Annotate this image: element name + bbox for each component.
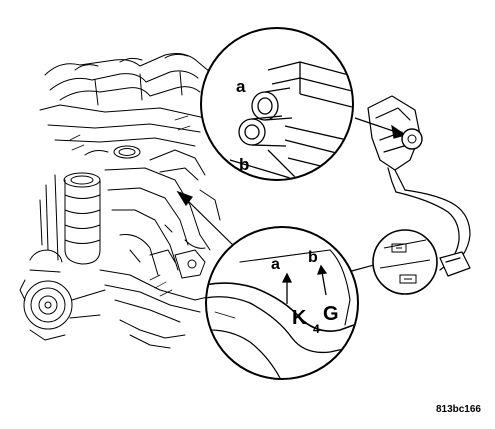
top-label-a: a (236, 77, 246, 96)
harness-component (439, 251, 471, 277)
wiring-harness (367, 95, 471, 277)
top-callout-circle: a b (200, 27, 354, 181)
bottom-letter-g: G (323, 303, 339, 325)
figure-id: 813bc166 (435, 404, 481, 415)
small-detail-circle (372, 229, 438, 295)
bottom-letter-k: K (292, 307, 307, 329)
top-label-b: b (239, 155, 249, 174)
engine-illustration (19, 53, 221, 349)
bottom-label-b: b (308, 249, 318, 266)
connector-target-circle (401, 128, 423, 150)
bottom-number-4: 4 (313, 322, 320, 336)
bottom-label-a: a (271, 256, 280, 273)
bottom-callout-circle: a b K G 4 (205, 226, 359, 380)
